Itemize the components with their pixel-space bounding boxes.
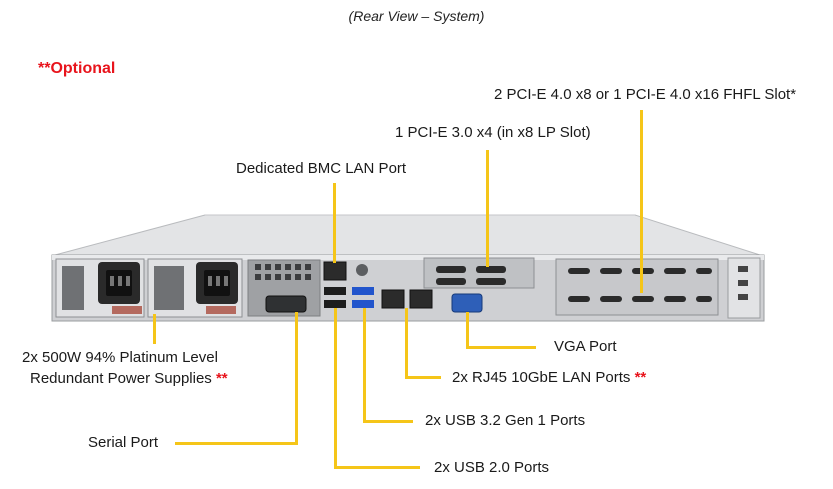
usb20-port-1 <box>324 287 346 295</box>
label-psu-text: Redundant Power Supplies <box>30 370 212 387</box>
label-psu-line2: Redundant Power Supplies ** <box>30 370 228 388</box>
optional-note: **Optional <box>38 60 116 77</box>
optional-marker: ** <box>215 370 228 387</box>
label-rj45: 2x RJ45 10GbE LAN Ports ** <box>452 369 646 387</box>
leader-serial-h <box>175 442 298 445</box>
leader-usb20-v <box>334 308 337 468</box>
rj45-port-2 <box>409 289 433 309</box>
label-rj45-text: 2x RJ45 10GbE LAN Ports <box>452 369 631 386</box>
leader-usb20-h <box>334 466 420 469</box>
leader-serial-v <box>295 312 298 444</box>
chassis-top-cover <box>54 214 761 256</box>
vga-port <box>451 293 483 313</box>
usb32-port-2 <box>352 300 374 308</box>
label-pcie-lp: 1 PCI-E 3.0 x4 (in x8 LP Slot) <box>395 124 591 141</box>
label-serial: Serial Port <box>88 434 159 451</box>
leader-vga-h <box>466 346 536 349</box>
leader-psu <box>153 314 156 344</box>
label-psu-line1: 2x 500W 94% Platinum Level <box>22 349 218 366</box>
serial-port <box>265 295 307 313</box>
leader-usb32-v <box>363 308 366 422</box>
power-supply-2 <box>147 258 243 318</box>
bmc-lan-port <box>323 261 347 281</box>
label-usb32: 2x USB 3.2 Gen 1 Ports <box>425 412 586 429</box>
optional-marker: ** <box>634 369 647 386</box>
label-vga: VGA Port <box>554 338 617 355</box>
pcie-fhfl-slot <box>555 258 719 316</box>
leader-rj45-h <box>405 376 441 379</box>
usb32-port-1 <box>352 287 374 295</box>
leader-usb32-h <box>363 420 413 423</box>
diagram-caption: (Rear View – System) <box>348 8 485 24</box>
power-supply-1 <box>55 258 145 318</box>
rj45-port-1 <box>381 289 405 309</box>
label-usb20: 2x USB 2.0 Ports <box>434 459 550 476</box>
leader-bmc-lan <box>333 183 336 263</box>
leader-pcie-fhfl <box>640 110 643 293</box>
label-pcie-fhfl: 2 PCI-E 4.0 x8 or 1 PCI-E 4.0 x16 FHFL S… <box>494 86 797 103</box>
leader-pcie-lp <box>486 150 489 267</box>
leader-rj45-v <box>405 308 408 378</box>
usb20-port-2 <box>324 300 346 308</box>
label-bmc-lan: Dedicated BMC LAN Port <box>236 160 407 177</box>
leader-vga-v <box>466 312 469 348</box>
